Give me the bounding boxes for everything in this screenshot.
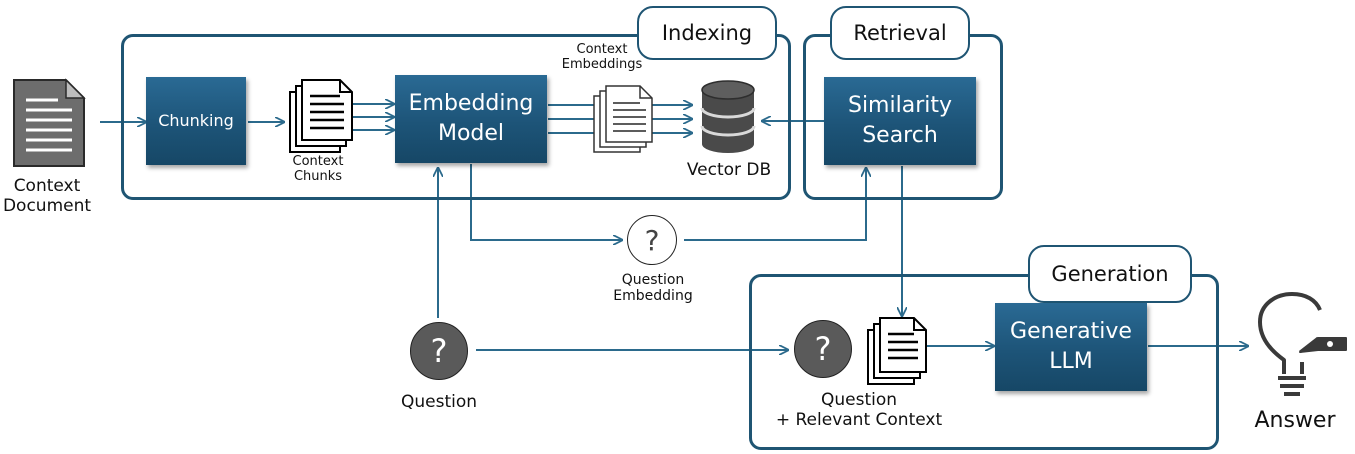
answer-label: Answer	[1254, 408, 1336, 433]
context-embeddings-icon	[593, 85, 653, 153]
lightbulb-icon	[1258, 292, 1347, 396]
generative-llm-block: Generative LLM	[995, 303, 1147, 391]
relevant-context-icon	[867, 317, 927, 385]
vector-db-label: Vector DB	[686, 160, 772, 180]
context-chunks-icon	[289, 79, 353, 153]
question-mark-icon: ?	[644, 223, 660, 257]
retrieval-stage-title: Retrieval	[830, 6, 970, 60]
question-label: Question	[400, 392, 478, 412]
question-embedding-circle: ?	[627, 215, 677, 265]
context-embeddings-label: Context Embeddings	[561, 42, 643, 72]
indexing-stage-title: Indexing	[637, 6, 777, 60]
question-embedding-label: Question Embedding	[613, 272, 693, 305]
question-context-label: Question + Relevant Context	[775, 390, 943, 430]
generation-question-circle: ?	[794, 320, 852, 378]
generation-stage-title: Generation	[1028, 245, 1192, 303]
context-chunks-label: Context Chunks	[292, 154, 344, 184]
database-icon	[700, 80, 756, 153]
generation-stage	[749, 274, 1219, 450]
similarity-search-block: Similarity Search	[824, 77, 976, 165]
context-document-label: Context Document	[2, 176, 92, 216]
question-circle: ?	[410, 322, 468, 380]
question-mark-icon: ?	[430, 332, 448, 370]
arrow-embedding-to-question-embedding	[470, 164, 622, 240]
embedding-model-block: Embedding Model	[395, 75, 547, 163]
indexing-stage	[121, 34, 791, 200]
document-icon	[13, 78, 86, 167]
arrow-question-embedding-to-search	[684, 168, 866, 241]
question-mark-icon: ?	[814, 330, 832, 368]
chunking-block: Chunking	[146, 77, 246, 165]
